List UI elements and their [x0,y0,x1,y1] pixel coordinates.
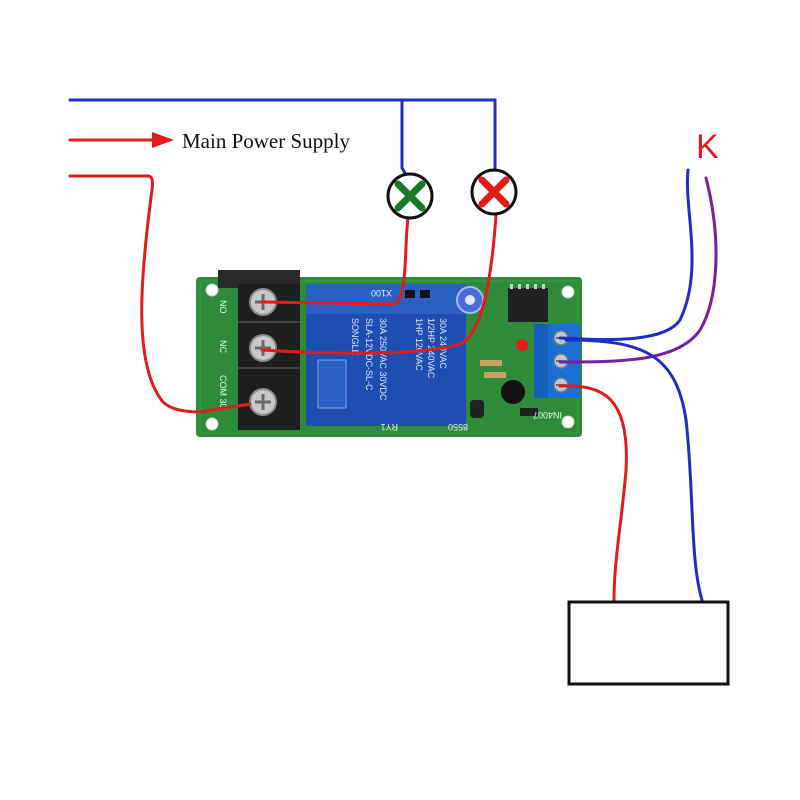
relay-rating-2: 1HP 120VAC [414,318,424,371]
silk-x100: X100 [371,288,392,298]
relay-brand: SONGLE [350,318,360,356]
terminal-screw-nc [249,334,277,362]
terminal-label-no: NO [218,300,228,314]
main-power-supply-label: Main Power Supply [182,129,351,153]
neutral-drop-lamp-1 [400,98,410,180]
terminal-screw-com [249,388,277,416]
silk-8550: 8550 [448,422,468,432]
k-wire-blue [558,168,694,342]
silk-in4007: IN4007 [533,410,562,420]
relay-rating-4: 30A 240VAC [438,318,448,369]
live-to-com-wire [68,174,252,414]
lamp-on-icon [386,172,434,220]
wires [68,98,718,602]
neutral-drop-lamp-2 [490,98,497,182]
k-label: K [696,128,719,166]
k-wire-purple [558,176,718,364]
lamp-off-icon [470,168,518,216]
terminal-label-nc: NC [218,340,228,353]
lamp1-to-no-wire [260,216,410,306]
load-wire-blue [564,338,704,602]
main-power-label-group: Main Power Supply [152,129,351,153]
board-components [405,284,548,418]
load-wire-red [558,384,628,602]
load-box [567,600,730,686]
relay-rating-1: 30A 250VAC 30VDC [378,318,388,401]
lamp2-to-nc-wire [260,214,498,355]
silk-ry1: RY1 [381,422,398,432]
arrow-right-icon [152,132,174,148]
terminal-label-com: COM 30 [218,375,228,409]
